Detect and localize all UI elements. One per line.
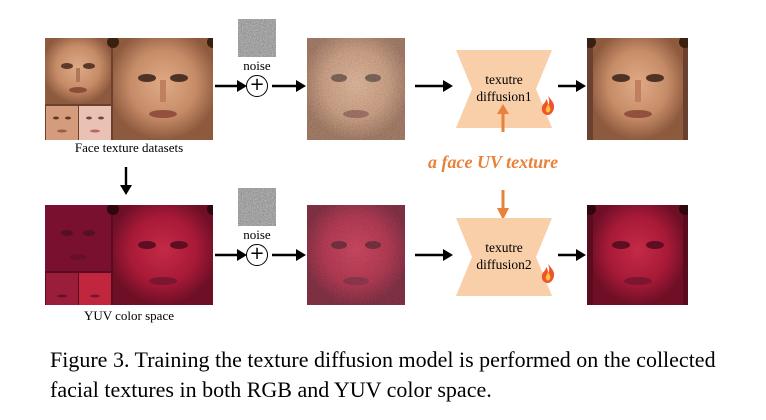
arrow-right-icon (415, 249, 453, 261)
arrow-right-icon (558, 80, 586, 92)
arrow-right-icon (272, 80, 306, 92)
texture-diffusion1-line2: diffusion1 (476, 89, 532, 104)
texture-diffusion2-line2: diffusion2 (476, 257, 532, 272)
yuv-dataset-image (45, 205, 213, 305)
yuv-plus-icon: + (246, 244, 268, 266)
fire-icon (541, 95, 555, 115)
texture-diffusion2-block (456, 218, 552, 296)
arrow-right-icon (215, 80, 247, 92)
yuv-noise-label: noise (243, 227, 271, 242)
yuv-dataset-collage (45, 205, 213, 305)
rgb-output-texture (587, 38, 688, 140)
texture-diffusion1-label: texutre diffusion1 (456, 71, 552, 105)
rgb-dataset-image (45, 38, 213, 140)
arrow-right-icon (215, 249, 247, 261)
rgb-plus-icon: + (246, 75, 268, 97)
yuv-noise-image (238, 188, 276, 226)
rgb-noise-label: noise (243, 58, 271, 73)
texture-diffusion2-line1: texutre (485, 240, 523, 255)
arrow-right-icon (415, 80, 453, 92)
yuv-output-texture (587, 205, 688, 305)
orange-arrow-up-icon (497, 104, 509, 132)
arrow-right-icon (272, 249, 306, 261)
yuv-noisy-texture (307, 205, 405, 305)
texture-diffusion1-block (456, 50, 552, 128)
rgb-noise-image (238, 19, 276, 57)
texture-diffusion1-line1: texutre (485, 72, 523, 87)
rgb-dataset-label: Face texture datasets (74, 140, 184, 155)
rgb-dataset-collage (45, 38, 213, 140)
orange-arrow-down-icon (497, 190, 509, 220)
figure-caption: Figure 3. Training the texture diffusion… (50, 347, 716, 402)
texture-diffusion2-label: texutre diffusion2 (456, 239, 552, 273)
yuv-dataset-label: YUV color space (83, 308, 174, 323)
arrow-right-icon (558, 249, 586, 261)
rgb-noisy-texture (307, 38, 405, 140)
uv-texture-label: a face UV texture (428, 152, 559, 172)
fire-icon (541, 263, 555, 283)
arrow-down-icon (120, 167, 132, 195)
